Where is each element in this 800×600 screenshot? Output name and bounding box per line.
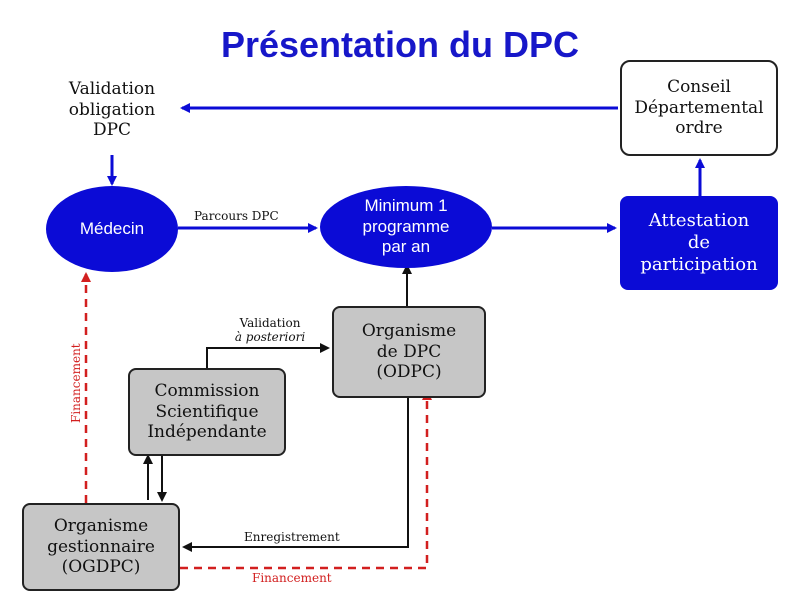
node-medecin-label: Médecin: [79, 218, 145, 238]
edge-label-parcours-dpc: Parcours DPC: [194, 209, 279, 223]
node-attestation-participation: Attestation de participation: [620, 196, 778, 290]
edge-label-enregistrement: Enregistrement: [244, 530, 340, 544]
node-validation-obligation-line: obligation: [68, 99, 156, 120]
node-conseil-departemental: Conseil Départemental ordre: [620, 60, 778, 156]
arrow-ogdpc-to-odpc-financement: [180, 390, 432, 570]
node-ogdpc-line: Organisme: [53, 515, 149, 536]
node-odpc-line: (ODPC): [376, 362, 442, 383]
node-odpc-line: de DPC: [376, 341, 442, 362]
node-minimum-line: programme: [362, 216, 450, 236]
node-validation-obligation-line: Validation: [68, 78, 156, 99]
node-conseil-line: ordre: [675, 118, 723, 139]
node-validation-obligation-line: DPC: [92, 120, 132, 141]
node-attestation-line: Attestation: [648, 210, 750, 232]
node-ogdpc-line: gestionnaire: [47, 536, 155, 557]
node-commission-line: Commission: [154, 380, 260, 401]
node-conseil-line: Conseil: [667, 76, 731, 97]
edge-label-financement-left: Financement: [69, 343, 83, 423]
node-medecin: Médecin: [46, 186, 178, 272]
edge-label-validation-a-posteriori: Validation à posteriori: [222, 316, 318, 344]
node-conseil-line: Départemental: [634, 97, 764, 118]
node-minimum-programme: Minimum 1 programme par an: [320, 186, 492, 268]
node-minimum-line: par an: [381, 237, 431, 257]
edge-label-validation-line2: à posteriori: [234, 330, 306, 344]
node-minimum-line: Minimum 1: [364, 195, 448, 215]
node-commission-scientifique: Commission Scientifique Indépendante: [128, 368, 286, 456]
arrow-commission-to-odpc: [206, 343, 330, 368]
page-title: Présentation du DPC: [220, 24, 580, 65]
arrow-odpc-to-ogdpc: [182, 398, 409, 552]
node-odpc-line: Organisme: [361, 320, 457, 341]
node-validation-obligation: Validation obligation DPC: [42, 66, 182, 154]
node-ogdpc-line: (OGDPC): [61, 557, 141, 578]
edge-label-financement-bottom: Financement: [252, 571, 332, 585]
node-attestation-line: participation: [640, 253, 758, 275]
node-commission-line: Scientifique: [155, 401, 259, 422]
edge-label-validation-line1: Validation: [239, 316, 301, 330]
node-ogdpc: Organisme gestionnaire (OGDPC): [22, 503, 180, 591]
node-commission-line: Indépendante: [147, 422, 267, 443]
node-odpc: Organisme de DPC (ODPC): [332, 306, 486, 398]
node-attestation-line: de: [687, 232, 711, 254]
